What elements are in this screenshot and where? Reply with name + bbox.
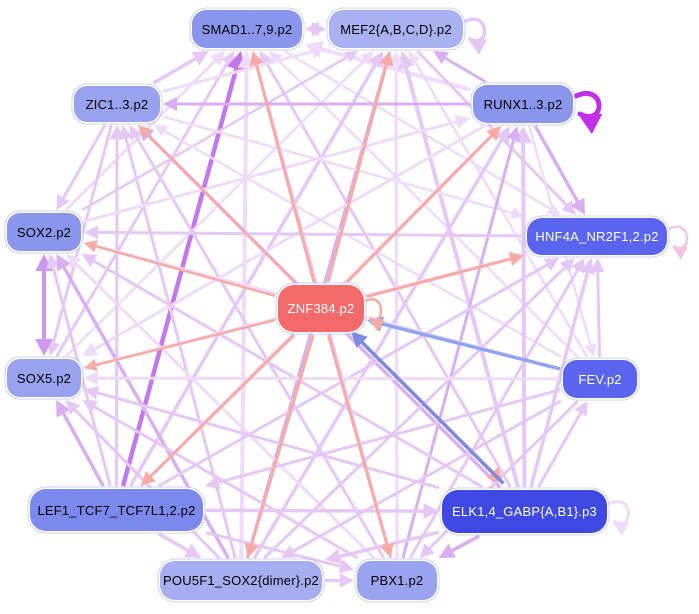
node-pou5f1-sox2-dimer-p2[interactable]: POU5F1_SOX2{dimer}.p2 (160, 561, 322, 600)
node-mef2-abcd-p2[interactable]: MEF2{A,B,C,D}.p2 (329, 10, 463, 48)
node-label: HNF4A_NR2F1,2.p2 (535, 229, 659, 244)
node-label: FEV.p2 (578, 371, 622, 387)
node-label: PBX1.p2 (370, 573, 424, 588)
node-label: ZIC1..3.p2 (85, 96, 149, 112)
node-elk1-4-gabp-ab1-p3[interactable]: ELK1,4_GABP{A,B1}.p3 (442, 490, 607, 533)
node-sox5-p2[interactable]: SOX5.p2 (7, 359, 81, 397)
node-runx1-3-p2[interactable]: RUNX1..3.p2 (473, 85, 573, 123)
node-zic1-3-p2[interactable]: ZIC1..3.p2 (74, 86, 160, 122)
node-label: ELK1,4_GABP{A,B1}.p3 (452, 504, 597, 519)
node-label: MEF2{A,B,C,D}.p2 (340, 21, 452, 37)
node-smad1-7-9-p2[interactable]: SMAD1..7,9.p2 (192, 10, 302, 48)
node-lef1-tcf7-tcf7l1-2-p2[interactable]: LEF1_TCF7_TCF7L1,2.p2 (30, 489, 203, 531)
node-fev-p2[interactable]: FEV.p2 (563, 360, 637, 398)
node-label: ZNF384.p2 (287, 301, 355, 316)
node-sox2-p2[interactable]: SOX2.p2 (7, 213, 81, 251)
node-label: POU5F1_SOX2{dimer}.p2 (163, 573, 319, 588)
node-label: RUNX1..3.p2 (483, 96, 563, 112)
node-label: SOX5.p2 (16, 370, 72, 386)
node-label: SOX2.p2 (16, 224, 72, 240)
node-label: LEF1_TCF7_TCF7L1,2.p2 (37, 502, 196, 518)
node-pbx1-p2[interactable]: PBX1.p2 (357, 561, 437, 600)
node-znf384-p2-center[interactable]: ZNF384.p2 (278, 285, 364, 332)
node-label: SMAD1..7,9.p2 (201, 21, 293, 37)
node-hnf4a-nr2f1-2-p2[interactable]: HNF4A_NR2F1,2.p2 (527, 218, 667, 255)
